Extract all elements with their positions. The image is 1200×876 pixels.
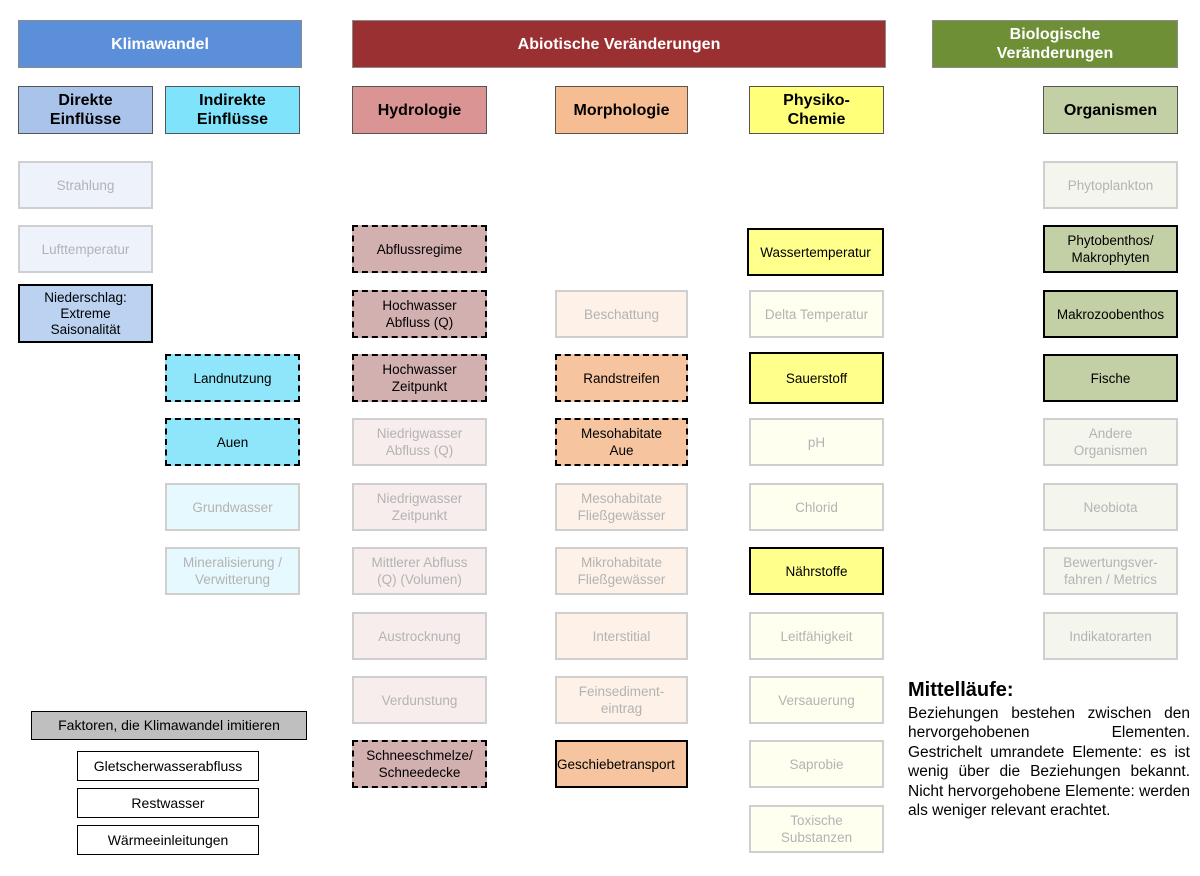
item-hochwasser-zeitpunkt: Hochwasser Zeitpunkt [352,354,487,402]
item-randstreifen: Randstreifen [555,354,688,402]
item-ph: pH [749,418,884,466]
item-abflussregime: Abflussregime [352,225,487,273]
item-saprobie: Saprobie [749,740,884,788]
item-fische: Fische [1043,354,1178,402]
item-mikrohabitate-fliessgewaesser: Mikrohabitate Fließgewässer [555,547,688,595]
header-klimawandel: Klimawandel [18,20,302,68]
subheader-direkte-einfluesse: Direkte Einflüsse [18,86,153,134]
item-niederschlag: Niederschlag: Extreme Saisonalität [18,284,153,343]
item-leitfaehigkeit: Leitfähigkeit [749,612,884,660]
item-andere-organismen: Andere Organismen [1043,418,1178,466]
subheader-morphologie: Morphologie [555,86,688,134]
item-wassertemperatur: Wassertemperatur [747,228,884,276]
header-abiotische-veraenderungen: Abiotische Veränderungen [352,20,886,68]
factor-restwasser: Restwasser [77,788,259,818]
item-auen: Auen [165,418,300,466]
item-grundwasser: Grundwasser [165,483,300,531]
item-mesohabitate-aue: Mesohabitate Aue [555,418,688,466]
item-makrozoobenthos: Makrozoobenthos [1043,290,1178,338]
subheader-hydrologie: Hydrologie [352,86,487,134]
item-bewertungsverfahren-metrics: Bewertungsver- fahren / Metrics [1043,547,1178,595]
item-lufttemperatur: Lufttemperatur [18,225,153,273]
subheader-organismen: Organismen [1043,86,1178,134]
item-mesohabitate-fliessgewaesser: Mesohabitate Fließgewässer [555,483,688,531]
item-neobiota: Neobiota [1043,483,1178,531]
item-delta-temperatur: Delta Temperatur [749,290,884,338]
item-austrocknung: Austrocknung [352,612,487,660]
item-niedrigwasser-abfluss: Niedrigwasser Abfluss (Q) [352,418,487,466]
item-feinsediment-eintrag: Feinsediment- eintrag [555,676,688,724]
factors-title: Faktoren, die Klimawandel imitieren [31,711,307,740]
item-phytoplankton: Phytoplankton [1043,161,1178,209]
factor-gletscherwasserabfluss: Gletscherwasserabfluss [77,751,259,781]
subheader-physiko-chemie: Physiko- Chemie [749,86,884,134]
item-phytobenthos-makrophyten: Phytobenthos/ Makrophyten [1043,225,1178,273]
item-hochwasser-abfluss: Hochwasser Abfluss (Q) [352,290,487,338]
factor-waermeeinleitungen: Wärmeeinleitungen [77,825,259,855]
item-verdunstung: Verdunstung [352,676,487,724]
subheader-indirekte-einfluesse: Indirekte Einflüsse [165,86,300,134]
item-toxische-substanzen: Toxische Substanzen [749,805,884,853]
item-versauerung: Versauerung [749,676,884,724]
item-strahlung: Strahlung [18,161,153,209]
item-interstitial: Interstitial [555,612,688,660]
legend-title: Mittelläufe: [908,679,1014,701]
item-schneeschmelze-schneedecke: Schneeschmelze/ Schneedecke [352,740,487,788]
item-indikatorarten: Indikatorarten [1043,612,1178,660]
item-mittlerer-abfluss: Mittlerer Abfluss (Q) (Volumen) [352,547,487,595]
item-naehrstoffe: Nährstoffe [749,547,884,595]
item-geschiebetransport: Geschiebetransport [555,740,688,788]
item-beschattung: Beschattung [555,290,688,338]
item-sauerstoff: Sauerstoff [749,352,884,404]
item-niedrigwasser-zeitpunkt: Niedrigwasser Zeitpunkt [352,483,487,531]
item-mineralisierung-verwitterung: Mineralisierung / Verwitterung [165,547,300,595]
legend-text: Beziehungen bestehen zwischen den hervor… [908,705,1190,820]
item-landnutzung: Landnutzung [165,354,300,402]
item-chlorid: Chlorid [749,483,884,531]
header-biologische-veraenderungen: Biologische Veränderungen [932,20,1178,68]
